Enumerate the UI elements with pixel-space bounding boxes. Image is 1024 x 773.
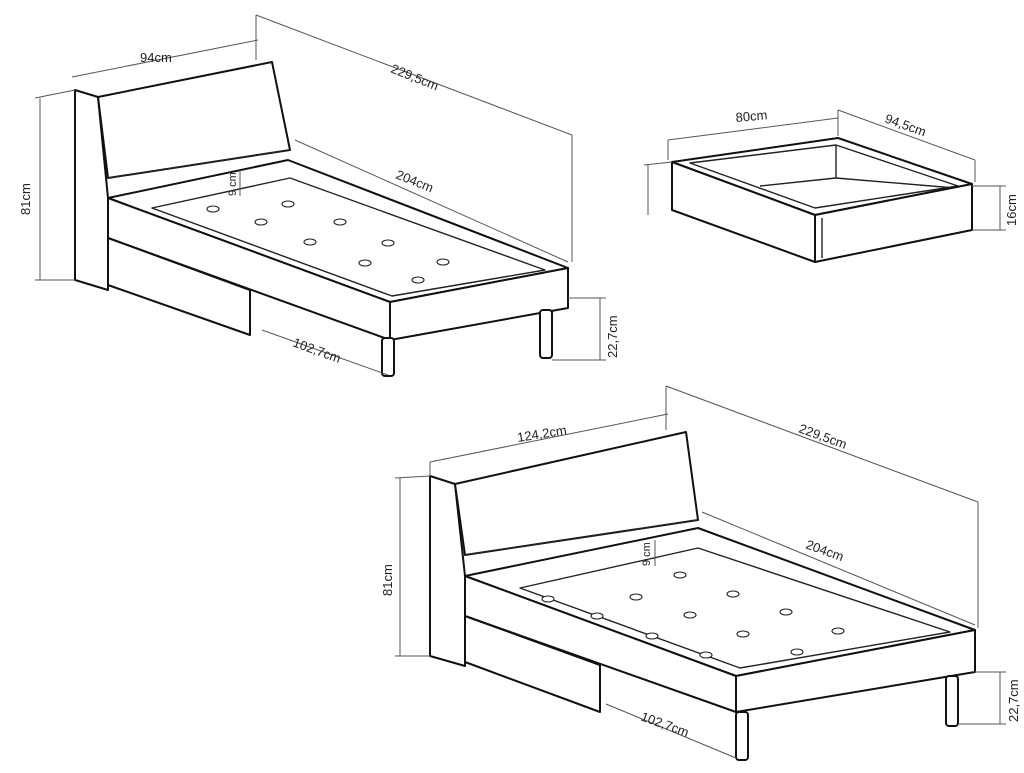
double-bed-underbed-label: 102,7cm <box>639 709 691 740</box>
drawer-width-dim-line <box>667 117 839 141</box>
double-bed-slat-area <box>519 547 951 669</box>
single-bed-headboard <box>97 61 291 179</box>
double-bed-slat-dots <box>541 571 845 659</box>
single-bed-slat-area <box>151 177 546 297</box>
single-bed-slat-dots <box>206 200 450 284</box>
double-bed-inner-length-dim-line <box>701 511 976 626</box>
double-bed-length-dim-line <box>665 385 979 503</box>
double-bed-width-dim-line <box>429 413 669 463</box>
double-bed-inner-length-label: 204cm <box>804 537 846 564</box>
drawer-width-label: 80cm <box>735 107 768 125</box>
double-bed-frame-depth-label: 9 cm <box>641 542 653 566</box>
drawer: 80cm 94,5cm 16cm <box>643 107 1019 263</box>
single-bed-frame-depth-label: 9 cm <box>227 172 239 196</box>
drawer-inner-edge <box>759 177 837 187</box>
single-bed-headboard-base <box>107 149 291 179</box>
single-bed-leg-back <box>381 337 395 377</box>
double-bed-leg-height-label: 22,7cm <box>1006 679 1021 722</box>
double-bed-drawer <box>464 615 601 713</box>
single-bed-underbed-label: 102,7cm <box>291 335 343 366</box>
single-bed-leg-height-label: 22,7cm <box>605 315 620 358</box>
drawer-height-label: 16cm <box>1004 194 1019 226</box>
drawer-depth-dim-line <box>837 109 976 161</box>
double-bed-leg-front <box>945 675 959 727</box>
double-bed-length-label: 229,5cm <box>797 421 849 452</box>
single-bed-underbed-dim-line <box>261 329 389 376</box>
double-bed: 124,2cm 229,5cm 204cm 81cm 9 cm 102,7cm … <box>380 385 1021 761</box>
single-bed-width-label: 94cm <box>140 50 172 65</box>
double-bed-leg-back <box>735 711 749 761</box>
single-bed-length-label: 229,5cm <box>389 61 441 94</box>
single-bed-inner-length-label: 204cm <box>394 167 436 196</box>
single-bed-inner-length-dim-line <box>294 139 569 263</box>
single-bed-width-dim-line <box>71 39 259 78</box>
double-bed-headboard-base <box>464 519 699 556</box>
single-bed-drawer <box>107 237 251 336</box>
single-bed-frame-foot <box>389 267 569 341</box>
single-bed-length-dim-line <box>255 14 573 136</box>
single-bed: 94cm 229,5cm 204cm 81cm 9 cm 102,7cm 22,… <box>18 14 620 377</box>
double-bed-height-label: 81cm <box>380 564 395 596</box>
single-bed-height-label: 81cm <box>18 183 33 215</box>
double-bed-underbed-dim-line <box>605 703 737 759</box>
double-bed-width-label: 124,2cm <box>516 422 568 445</box>
single-bed-leg-front <box>539 309 553 359</box>
